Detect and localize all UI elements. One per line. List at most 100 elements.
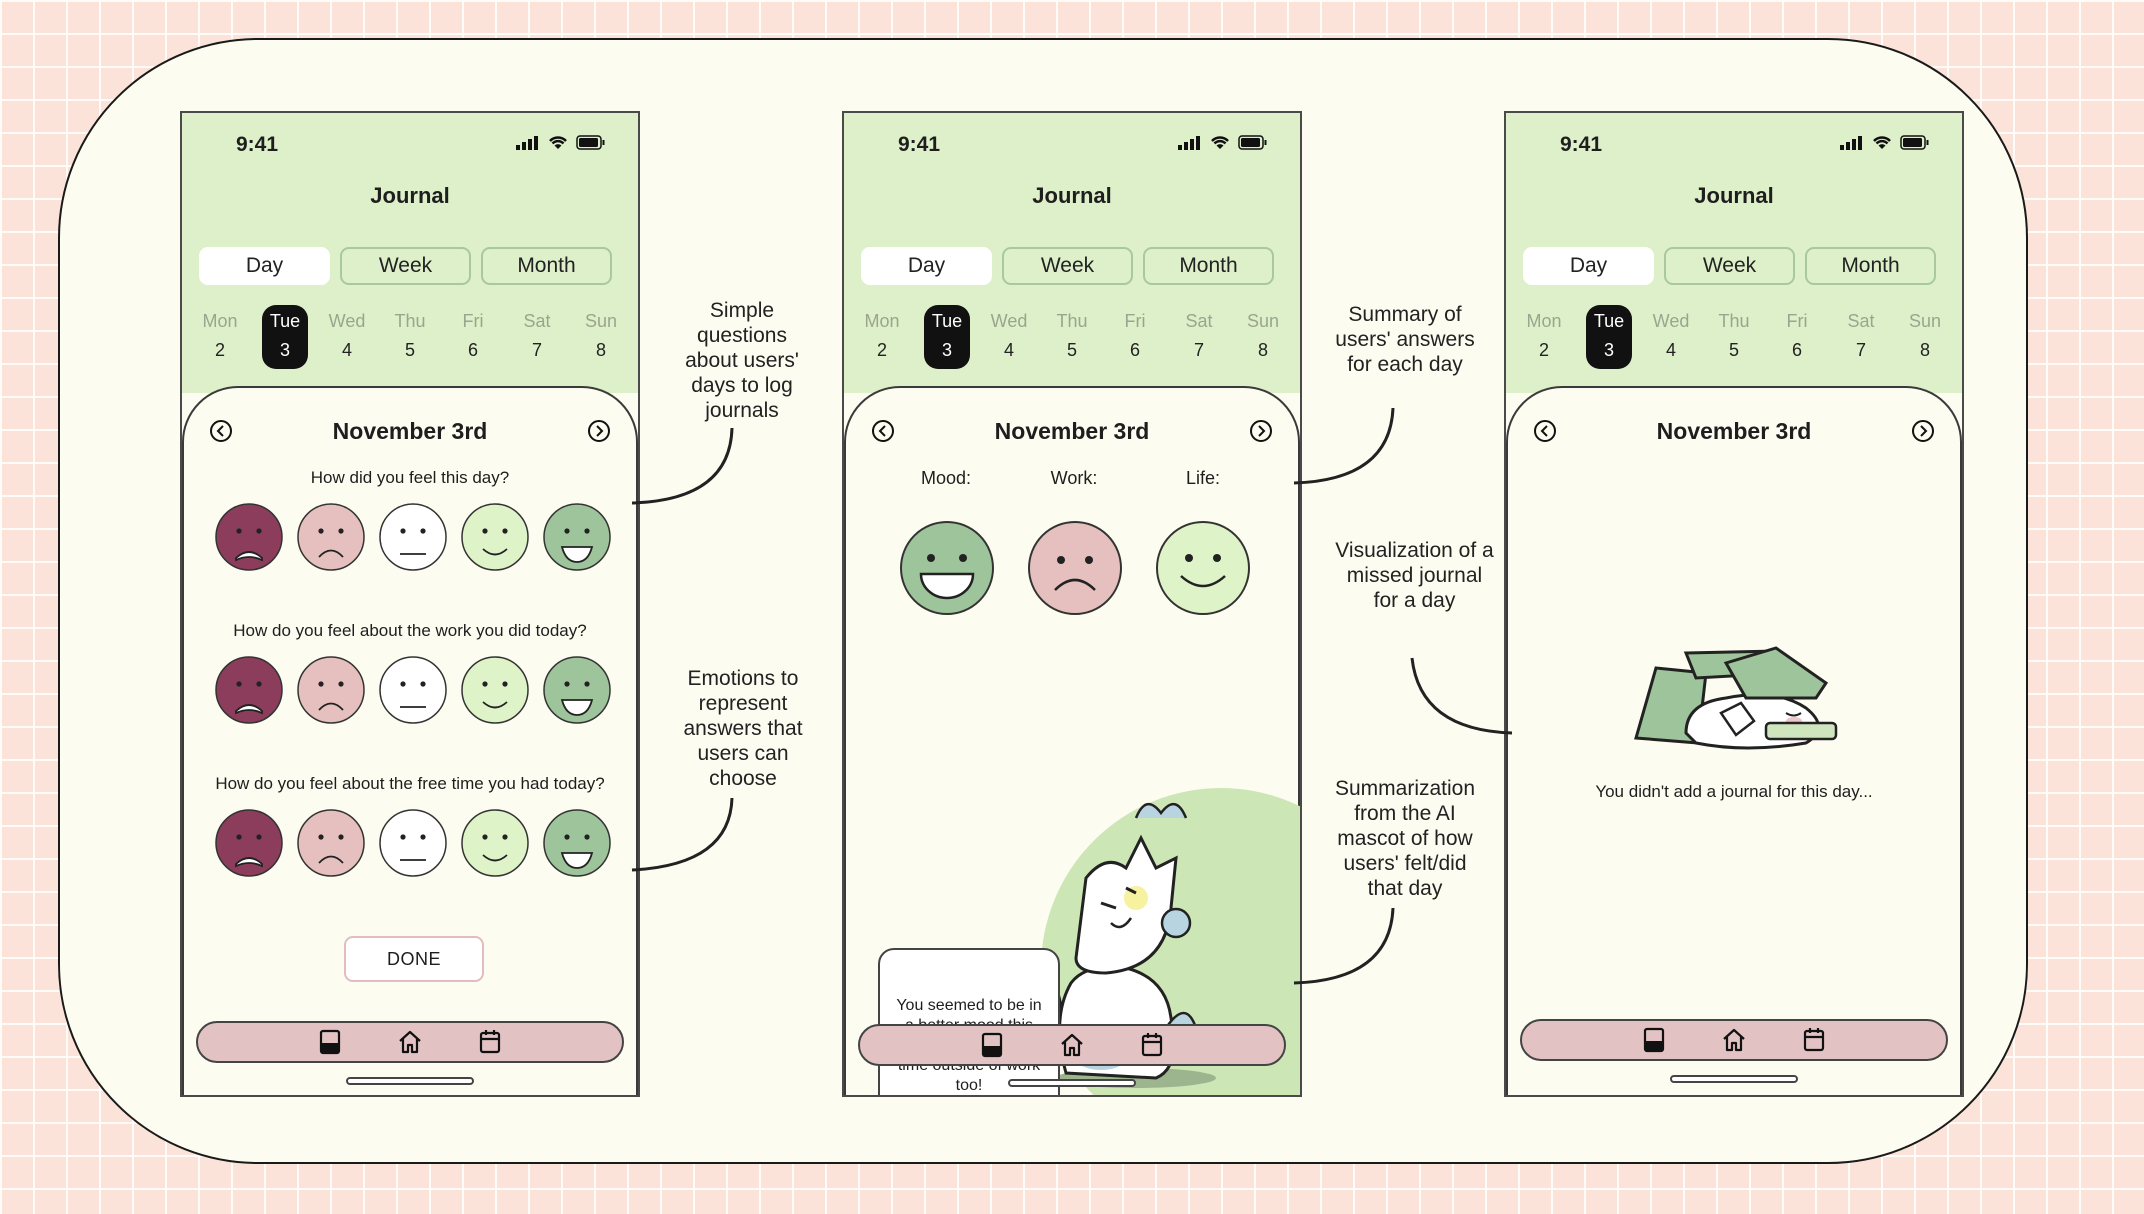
chevron-left-icon[interactable]	[210, 420, 232, 442]
neutral-face-icon[interactable]	[378, 808, 448, 878]
chevron-right-icon[interactable]	[1912, 420, 1934, 442]
very-sad-face-icon[interactable]	[214, 655, 284, 725]
annotation-emotions: Emotions to represent answers that users…	[683, 667, 803, 790]
mood-very-happy-face-icon	[900, 521, 994, 615]
life-label: Life:	[1185, 468, 1221, 488]
very-happy-face-icon[interactable]	[542, 808, 612, 878]
tab-day[interactable]: Day	[199, 247, 330, 285]
journal-book-icon[interactable]	[318, 1029, 342, 1055]
sad-face-icon[interactable]	[296, 655, 366, 725]
status-time: 9:41	[236, 133, 279, 156]
mascot-speech-bubble: You seemed to be in a better mood this d…	[878, 948, 1060, 1095]
journal-book-icon[interactable]	[980, 1032, 1004, 1058]
bottom-tab-bar	[858, 1024, 1286, 1066]
life-happy-face-icon	[1156, 521, 1250, 615]
signal-icon	[1840, 135, 1862, 150]
question-work: How do you feel about the work you did t…	[233, 621, 587, 640]
face-row-work	[214, 655, 612, 725]
tab-day[interactable]: Day	[861, 247, 992, 285]
chevron-left-icon[interactable]	[1534, 420, 1556, 442]
empty-state-card: November 3rd You didn't add a journal fo…	[1506, 386, 1962, 1095]
sad-face-icon[interactable]	[296, 502, 366, 572]
happy-face-icon[interactable]	[460, 808, 530, 878]
home-icon[interactable]	[1059, 1032, 1085, 1058]
work-label: Work:	[1050, 468, 1098, 488]
neutral-face-icon[interactable]	[378, 655, 448, 725]
tab-month[interactable]: Month	[481, 247, 612, 285]
battery-icon	[576, 135, 605, 150]
bottom-tab-bar	[1520, 1019, 1948, 1061]
tab-week[interactable]: Week	[1002, 247, 1133, 285]
question-feel: How did you feel this day?	[310, 468, 510, 487]
neutral-face-icon[interactable]	[378, 502, 448, 572]
page-title: Journal	[1694, 183, 1774, 208]
home-icon[interactable]	[397, 1029, 423, 1055]
very-sad-face-icon[interactable]	[214, 808, 284, 878]
tab-month[interactable]: Month	[1805, 247, 1936, 285]
very-happy-face-icon[interactable]	[542, 502, 612, 572]
status-time: 9:41	[898, 133, 941, 156]
home-indicator	[1008, 1079, 1136, 1087]
happy-face-icon[interactable]	[460, 502, 530, 572]
home-icon[interactable]	[1721, 1027, 1747, 1053]
status-icons	[1178, 135, 1268, 150]
signal-icon	[516, 135, 538, 150]
wifi-icon	[549, 136, 567, 149]
chevron-right-icon[interactable]	[1250, 420, 1272, 442]
done-button[interactable]: DONE	[344, 936, 484, 982]
calendar-icon[interactable]	[1802, 1027, 1826, 1053]
calendar-icon[interactable]	[1140, 1032, 1164, 1058]
tab-week[interactable]: Week	[340, 247, 471, 285]
chevron-left-icon[interactable]	[872, 420, 894, 442]
face-row-feel	[214, 502, 612, 572]
status-icons	[1840, 135, 1930, 150]
empty-journal-message: You didn't add a journal for this day...	[1595, 782, 1873, 801]
bottom-tab-bar	[196, 1021, 624, 1063]
tab-month[interactable]: Month	[1143, 247, 1274, 285]
journal-book-icon[interactable]	[1642, 1027, 1666, 1053]
tab-week[interactable]: Week	[1664, 247, 1795, 285]
very-happy-face-icon[interactable]	[542, 655, 612, 725]
tab-day[interactable]: Day	[1523, 247, 1654, 285]
annotation-summarization: Summarization from the AI mascot of how …	[1334, 777, 1476, 900]
page-title: Journal	[1032, 183, 1112, 208]
battery-icon	[1900, 135, 1929, 150]
sad-face-icon[interactable]	[296, 808, 366, 878]
annotation-summary: Summary of users' answers for each day	[1335, 303, 1475, 376]
mood-label: Mood:	[920, 468, 972, 488]
happy-face-icon[interactable]	[460, 655, 530, 725]
page-title: Journal	[370, 183, 450, 208]
very-sad-face-icon[interactable]	[214, 502, 284, 572]
date-heading: November 3rd	[1656, 418, 1812, 444]
chevron-right-icon[interactable]	[588, 420, 610, 442]
calendar-icon[interactable]	[478, 1029, 502, 1055]
date-heading: November 3rd	[994, 418, 1150, 444]
wifi-icon	[1211, 136, 1229, 149]
face-row-free-time	[214, 808, 612, 878]
home-indicator	[1670, 1075, 1798, 1083]
annotation-questions: Simple questions about users' days to lo…	[685, 299, 799, 422]
